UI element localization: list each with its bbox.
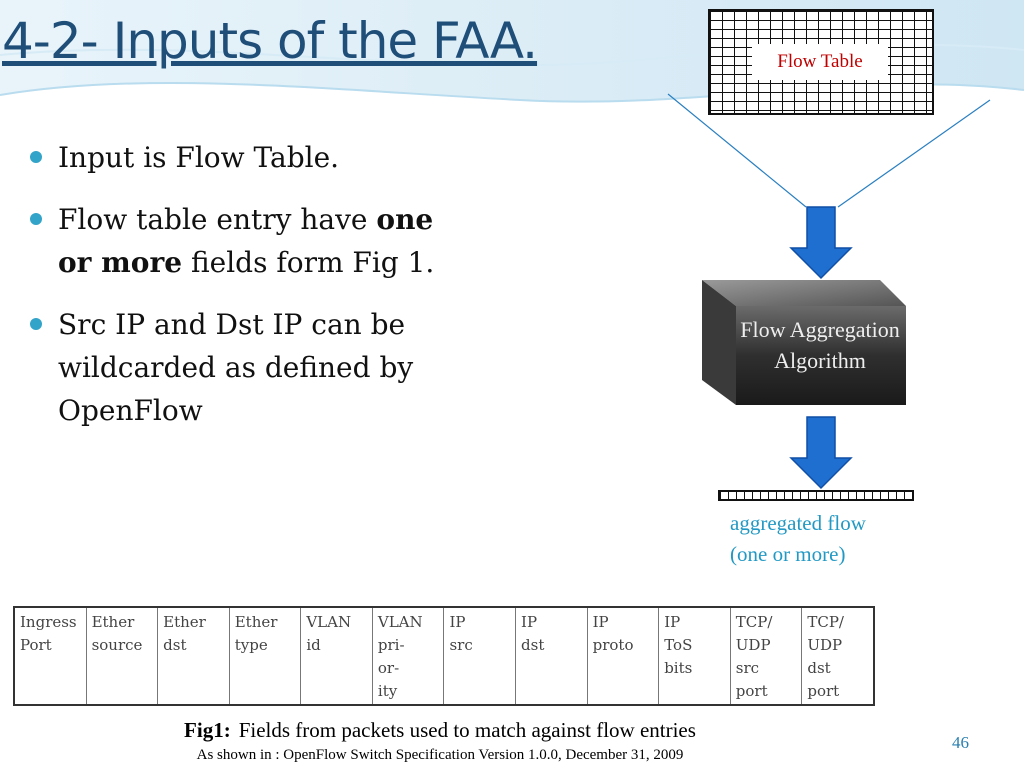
aggregated-flow-strip — [718, 490, 914, 501]
slide-title: 4-2- Inputs of the FAA. — [2, 12, 538, 70]
field-cell: IP src — [444, 608, 517, 704]
bullet-text: Src IP and Dst IP can be wildcarded as d… — [58, 308, 414, 427]
field-cell: VLAN id — [301, 608, 373, 704]
aggregated-flow-line: aggregated flow — [730, 511, 866, 535]
flow-table-label: Flow Table — [752, 44, 888, 80]
bullet-text: Flow table entry have — [58, 203, 377, 236]
bullet-list: Input is Flow Table. Flow table entry ha… — [30, 136, 475, 451]
bullet-emphasis: one or more — [58, 203, 434, 279]
field-cell: Ether type — [230, 608, 302, 704]
field-cell: IP ToS bits — [659, 608, 731, 704]
cube-front-face — [736, 306, 906, 405]
bullet-text: fields form Fig 1. — [182, 246, 435, 279]
funnel-line-left — [667, 93, 807, 208]
caption-text: Fields from packets used to match agains… — [238, 718, 696, 742]
funnel-line-right — [837, 99, 991, 208]
arrow-down-icon — [789, 416, 853, 490]
caption-label: Fig1: — [184, 718, 231, 742]
field-cell: Ether dst — [158, 608, 230, 704]
figure-caption: Fig1: Fields from packets used to match a… — [0, 718, 880, 743]
field-cell: VLAN pri- or- ity — [373, 608, 445, 704]
cube-side-face — [702, 280, 736, 405]
field-cell: TCP/ UDP src port — [731, 608, 803, 704]
field-cell: IP proto — [588, 608, 660, 704]
bullet-item: Src IP and Dst IP can be wildcarded as d… — [30, 303, 475, 432]
figure-source: As shown in : OpenFlow Switch Specificat… — [196, 747, 684, 763]
fields-table: Ingress Port Ether source Ether dst Ethe… — [13, 606, 875, 706]
aggregated-flow-label: aggregated flow (one or more) — [730, 508, 920, 570]
cube-top-face — [702, 280, 906, 306]
page-number: 46 — [952, 733, 969, 752]
aggregated-flow-line: (one or more) — [730, 542, 846, 566]
algorithm-label: Flow Aggregation Algorithm — [740, 317, 900, 373]
bullet-item: Input is Flow Table. — [30, 136, 475, 179]
field-cell: Ether source — [87, 608, 159, 704]
arrow-down-icon — [789, 206, 853, 280]
bullet-text: Input is Flow Table. — [58, 141, 340, 174]
field-cell: IP dst — [516, 608, 588, 704]
bullet-item: Flow table entry have one or more fields… — [30, 198, 475, 284]
field-cell: TCP/ UDP dst port — [807, 613, 844, 700]
field-cell: Ingress Port — [15, 608, 87, 704]
